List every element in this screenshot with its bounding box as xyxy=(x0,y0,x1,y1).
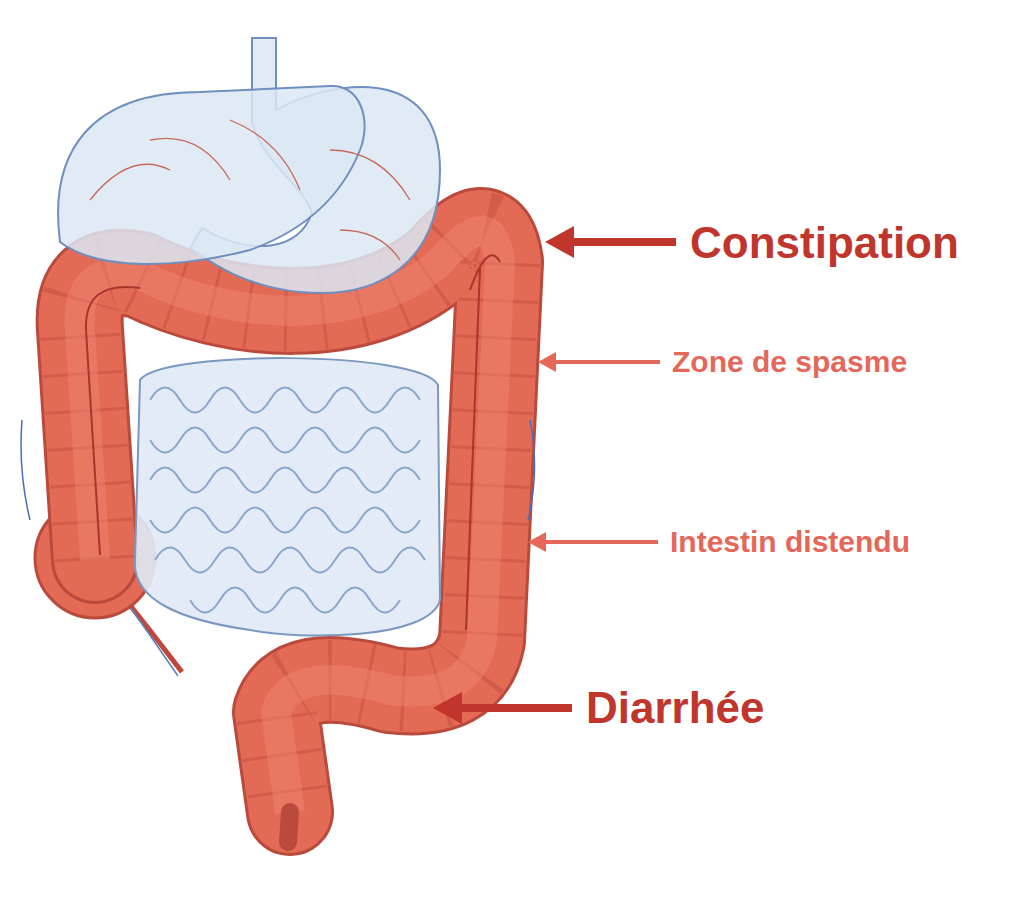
coil xyxy=(155,548,425,573)
colon xyxy=(80,231,500,812)
haustra xyxy=(80,231,500,812)
condition-label: Constipation xyxy=(690,218,959,269)
coil xyxy=(150,428,420,453)
arrowhead xyxy=(433,692,462,724)
leader-line xyxy=(456,704,572,712)
leader-line xyxy=(552,360,660,364)
small-intestine xyxy=(135,358,440,635)
zone-label: Zone de spasme xyxy=(672,345,907,380)
coil xyxy=(150,388,420,413)
zone-label: Intestin distendu xyxy=(670,525,910,560)
coil xyxy=(190,588,400,613)
colon-outline xyxy=(80,231,500,812)
rectum-end xyxy=(288,812,290,842)
liver xyxy=(58,86,365,264)
coil xyxy=(150,508,420,533)
leader-line xyxy=(568,238,676,246)
vessel xyxy=(90,120,410,260)
leader-line xyxy=(542,540,658,544)
leader-arrows xyxy=(433,226,676,724)
colon-highlight xyxy=(80,231,500,812)
coil xyxy=(150,468,420,493)
arrowhead xyxy=(528,532,546,552)
arrowhead xyxy=(545,226,574,258)
arrowhead xyxy=(538,352,556,372)
condition-label: Diarrhée xyxy=(586,683,765,734)
intestine-coils xyxy=(150,388,425,613)
